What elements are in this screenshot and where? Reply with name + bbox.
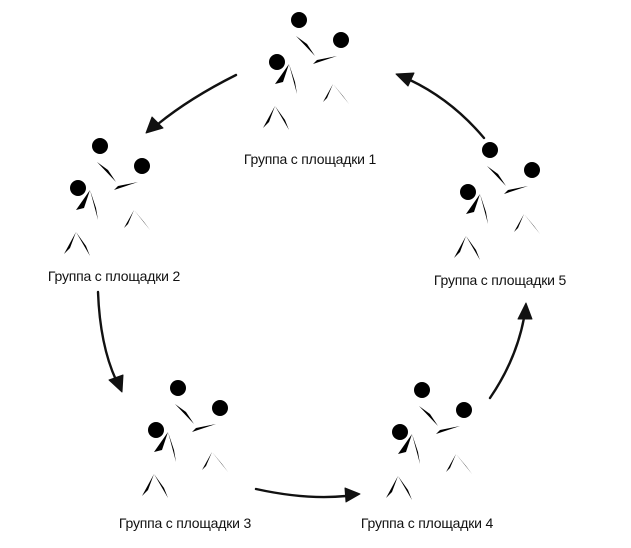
arrow-group-4-to-5 xyxy=(488,302,533,400)
group-4-label: Группа с площадки 4 xyxy=(361,515,494,531)
group-5-label: Группа с площадки 5 xyxy=(434,272,567,288)
stick-figures-group-3 xyxy=(142,380,228,498)
arrow-group-5-to-1 xyxy=(395,72,486,140)
arrow-group-2-to-3 xyxy=(96,290,124,393)
group-1-label: Группа с площадки 1 xyxy=(244,151,377,167)
arrow-group-1-to-2 xyxy=(145,73,238,134)
group-1: Группа с площадки 1 xyxy=(244,12,377,167)
group-5: Группа с площадки 5 xyxy=(434,142,567,288)
stick-figures-group-5 xyxy=(454,142,540,260)
stick-figures-group-2 xyxy=(64,138,150,256)
arrow-group-3-to-4 xyxy=(254,487,361,503)
stick-figures-group-4 xyxy=(386,382,472,500)
group-3: Группа с площадки 3 xyxy=(119,380,252,531)
group-3-label: Группа с площадки 3 xyxy=(119,515,252,531)
group-2: Группа с площадки 2 xyxy=(48,138,181,284)
group-4: Группа с площадки 4 xyxy=(361,382,494,531)
stick-figures-group-1 xyxy=(263,12,349,130)
group-2-label: Группа с площадки 2 xyxy=(48,268,181,284)
